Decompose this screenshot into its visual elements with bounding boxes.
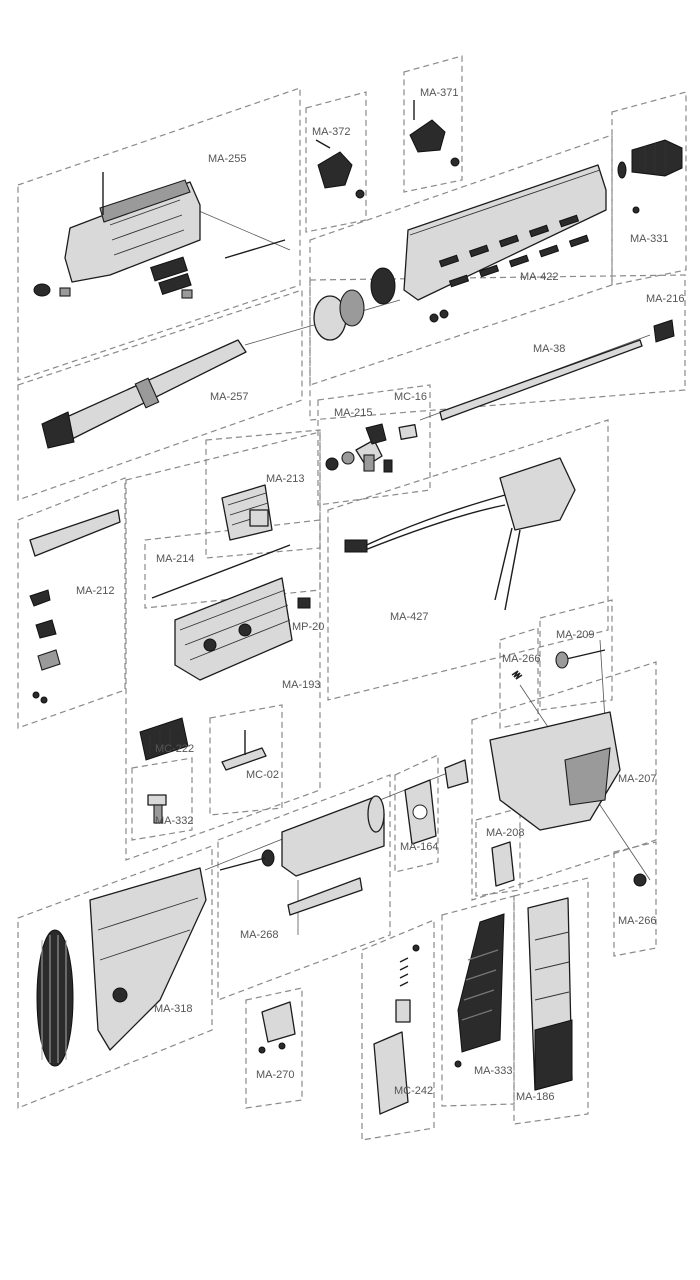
upper-receiver xyxy=(33,172,286,299)
label-ma-212: MA-212 xyxy=(76,585,115,597)
label-ma-371: MA-371 xyxy=(420,87,459,99)
label-ma-422: MA-422 xyxy=(520,271,559,283)
inner-barrel xyxy=(439,319,675,421)
label-mc-02: MC-02 xyxy=(246,769,279,781)
lower-receiver xyxy=(444,711,647,887)
stock-assembly xyxy=(36,867,207,1067)
pistol-grip xyxy=(454,913,505,1068)
wiring-harness xyxy=(344,457,576,611)
outer-barrel xyxy=(41,339,247,449)
label-mc-16: MC-16 xyxy=(394,391,427,403)
label-mc-222: MC-222 xyxy=(155,743,194,755)
label-ma-332: MA-332 xyxy=(155,815,194,827)
label-ma-164: MA-164 xyxy=(400,841,439,853)
label-ma-193: MA-193 xyxy=(282,679,321,691)
label-ma-333: MA-333 xyxy=(474,1065,513,1077)
flash-hider xyxy=(617,139,683,214)
stock-release xyxy=(258,1001,296,1054)
label-ma-266-bottom: MA-266 xyxy=(618,915,657,927)
gearbox-shell xyxy=(174,577,311,681)
label-mp-20: MP-20 xyxy=(292,621,324,633)
label-ma-372: MA-372 xyxy=(312,126,351,138)
label-mc-242: MC-242 xyxy=(394,1085,433,1097)
label-ma-270: MA-270 xyxy=(256,1069,295,1081)
charging-handle-parts xyxy=(29,509,121,704)
label-ma-208: MA-208 xyxy=(486,827,525,839)
label-ma-268: MA-268 xyxy=(240,929,279,941)
hop-chamber xyxy=(325,423,418,473)
label-ma-186: MA-186 xyxy=(516,1091,555,1103)
label-ma-216: MA-216 xyxy=(646,293,685,305)
label-ma-318: MA-318 xyxy=(154,1003,193,1015)
label-ma-255: MA-255 xyxy=(208,153,247,165)
label-ma-214: MA-214 xyxy=(156,553,195,565)
label-ma-266-top: MA-266 xyxy=(502,653,541,665)
magazine xyxy=(527,897,573,1091)
part-labels: MA-255 MA-372 MA-371 MA-331 MA-422 MA-21… xyxy=(76,87,685,1103)
buffer-tube xyxy=(219,779,515,916)
label-ma-209: MA-209 xyxy=(556,629,595,641)
gearbox-top-parts xyxy=(151,484,291,599)
label-ma-427: MA-427 xyxy=(390,611,429,623)
motor xyxy=(373,944,420,1115)
group-boxes xyxy=(17,55,687,1141)
label-ma-257: MA-257 xyxy=(210,391,249,403)
handguard-rail xyxy=(313,164,607,341)
label-ma-207: MA-207 xyxy=(618,773,657,785)
piston-parts xyxy=(139,717,267,824)
hop-up-parts xyxy=(315,100,460,199)
spring-parts xyxy=(511,649,606,680)
label-ma-331: MA-331 xyxy=(630,233,669,245)
label-ma-38: MA-38 xyxy=(533,343,565,355)
label-ma-213: MA-213 xyxy=(266,473,305,485)
label-ma-215: MA-215 xyxy=(334,407,373,419)
